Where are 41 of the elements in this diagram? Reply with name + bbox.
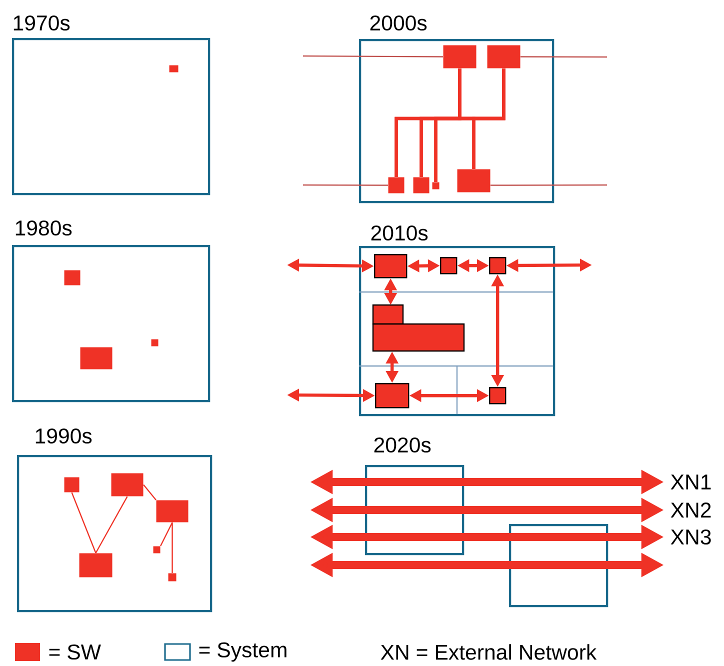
decade-heading: 1980s [16,220,72,236]
sw-block [151,339,158,346]
connector-line [143,484,156,500]
sw-block [64,477,80,492]
system-box [509,524,608,608]
legend-label: = SW [49,644,101,660]
connector-line [472,68,506,169]
connector-line [303,184,388,186]
decade-heading: 2000s [370,15,427,31]
network-label: XN2 [670,502,711,518]
abbreviation-note: XN = External Network [380,644,597,660]
sw-block [168,573,176,582]
sw-block [153,546,160,554]
connector-line [303,55,443,58]
decade-heading: 2010s [371,225,428,241]
sw-block [413,177,430,194]
connector-line [490,184,607,186]
legend-label: = System [199,642,286,662]
sw-block [375,383,410,408]
decade-heading: 1990s [36,428,92,444]
connector-line [71,492,96,554]
connector-line [520,56,607,58]
connector-line [172,522,173,573]
sw-block [169,65,178,72]
sw-block [79,553,112,578]
connector-line [95,496,128,554]
network-label: XN1 [670,474,711,490]
sw-block [487,45,520,68]
decade-heading: 2020s [374,437,431,453]
sw-block [372,304,465,352]
decade-heading: 1970s [14,15,70,31]
sw-block [111,473,144,496]
connector-line [160,522,173,546]
sw-block [457,169,490,192]
network-label: XN3 [670,529,711,545]
sw-block [156,500,188,522]
sw-block [64,270,80,286]
sw-block [443,45,476,68]
sw-block [432,182,440,190]
sw-block [388,177,404,194]
sw-block [80,347,112,370]
